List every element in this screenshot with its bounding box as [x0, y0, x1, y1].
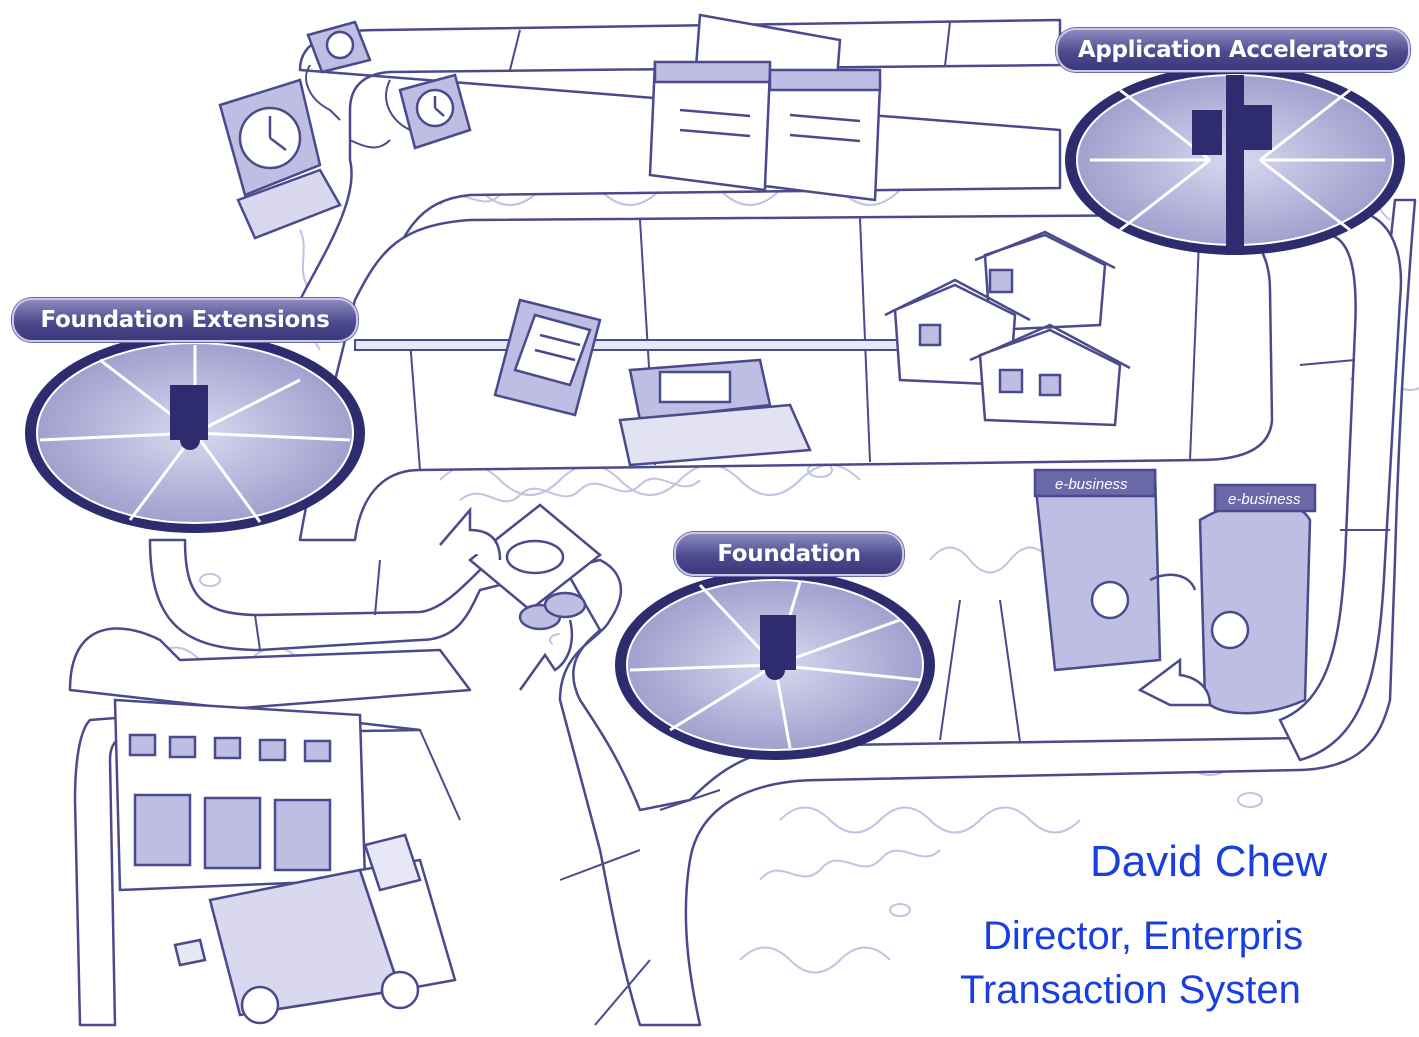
- payment-icon: [439, 503, 602, 691]
- presenter-name: David Chew: [1090, 837, 1328, 886]
- foundation-extensions-label: Foundation Extensions: [12, 298, 358, 342]
- documents-icon: [648, 13, 882, 202]
- ebusiness-buildings-icon: [1033, 468, 1317, 715]
- foundation-label: Foundation: [674, 532, 904, 576]
- presenter-title-line1: Director, Enterpris: [983, 914, 1304, 958]
- handheld-devices-icon: [493, 298, 812, 467]
- application-accelerators-oval: [1065, 65, 1405, 255]
- warehouse-truck-icon: [113, 698, 457, 1025]
- ebusiness-sign-left: e-business: [1055, 476, 1128, 493]
- foundation-oval: [615, 570, 935, 760]
- application-accelerators-label: Application Accelerators: [1056, 28, 1410, 72]
- road-dividers: [254, 21, 1390, 1026]
- foundation-extensions-oval: [25, 333, 365, 533]
- houses-icon: [884, 230, 1131, 427]
- clock-computers-icon: [218, 20, 472, 240]
- presenter-title-line2: Transaction Systen: [960, 968, 1301, 1012]
- ebusiness-sign-right: e-business: [1228, 491, 1301, 508]
